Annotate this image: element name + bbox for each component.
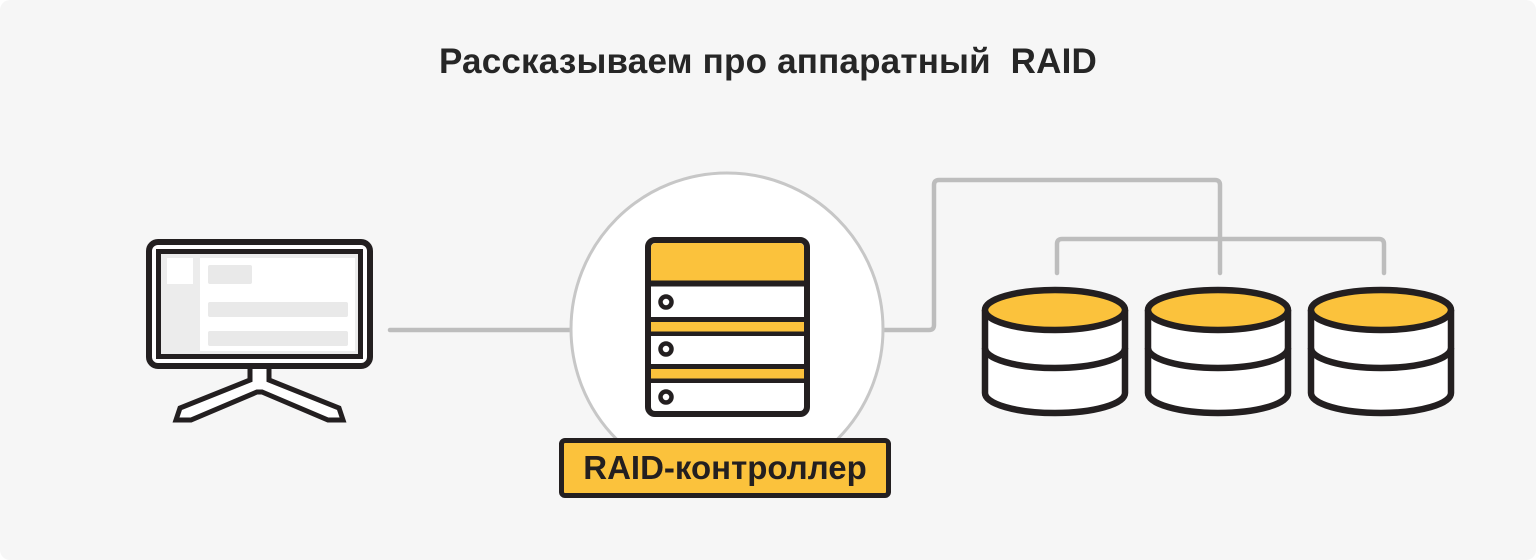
server-rack-icon [645, 237, 810, 417]
screen-logo-block [167, 258, 193, 284]
connector-controller-to-disks [857, 177, 1223, 333]
page-title: Рассказываем про аппаратный RAID [438, 42, 1098, 81]
screen-text-placeholder [208, 302, 348, 317]
drive-ring-icon [658, 389, 674, 405]
raid-controller-label-text: RAID-контроллер [583, 449, 867, 486]
disk-icon [1311, 290, 1451, 413]
disk-bracket-connector [1054, 236, 1387, 276]
screen-text-placeholder [208, 265, 252, 284]
raid-controller-label: RAID-контроллер [559, 438, 891, 498]
drive-ring-icon [658, 341, 674, 357]
disk-icon [985, 290, 1125, 413]
monitor-stand [172, 358, 347, 423]
screen-text-placeholder [208, 331, 348, 346]
disk-icon [1148, 290, 1288, 413]
rack-header-panel [651, 243, 804, 281]
drive-ring-icon [658, 294, 674, 310]
monitor-icon [146, 239, 373, 423]
